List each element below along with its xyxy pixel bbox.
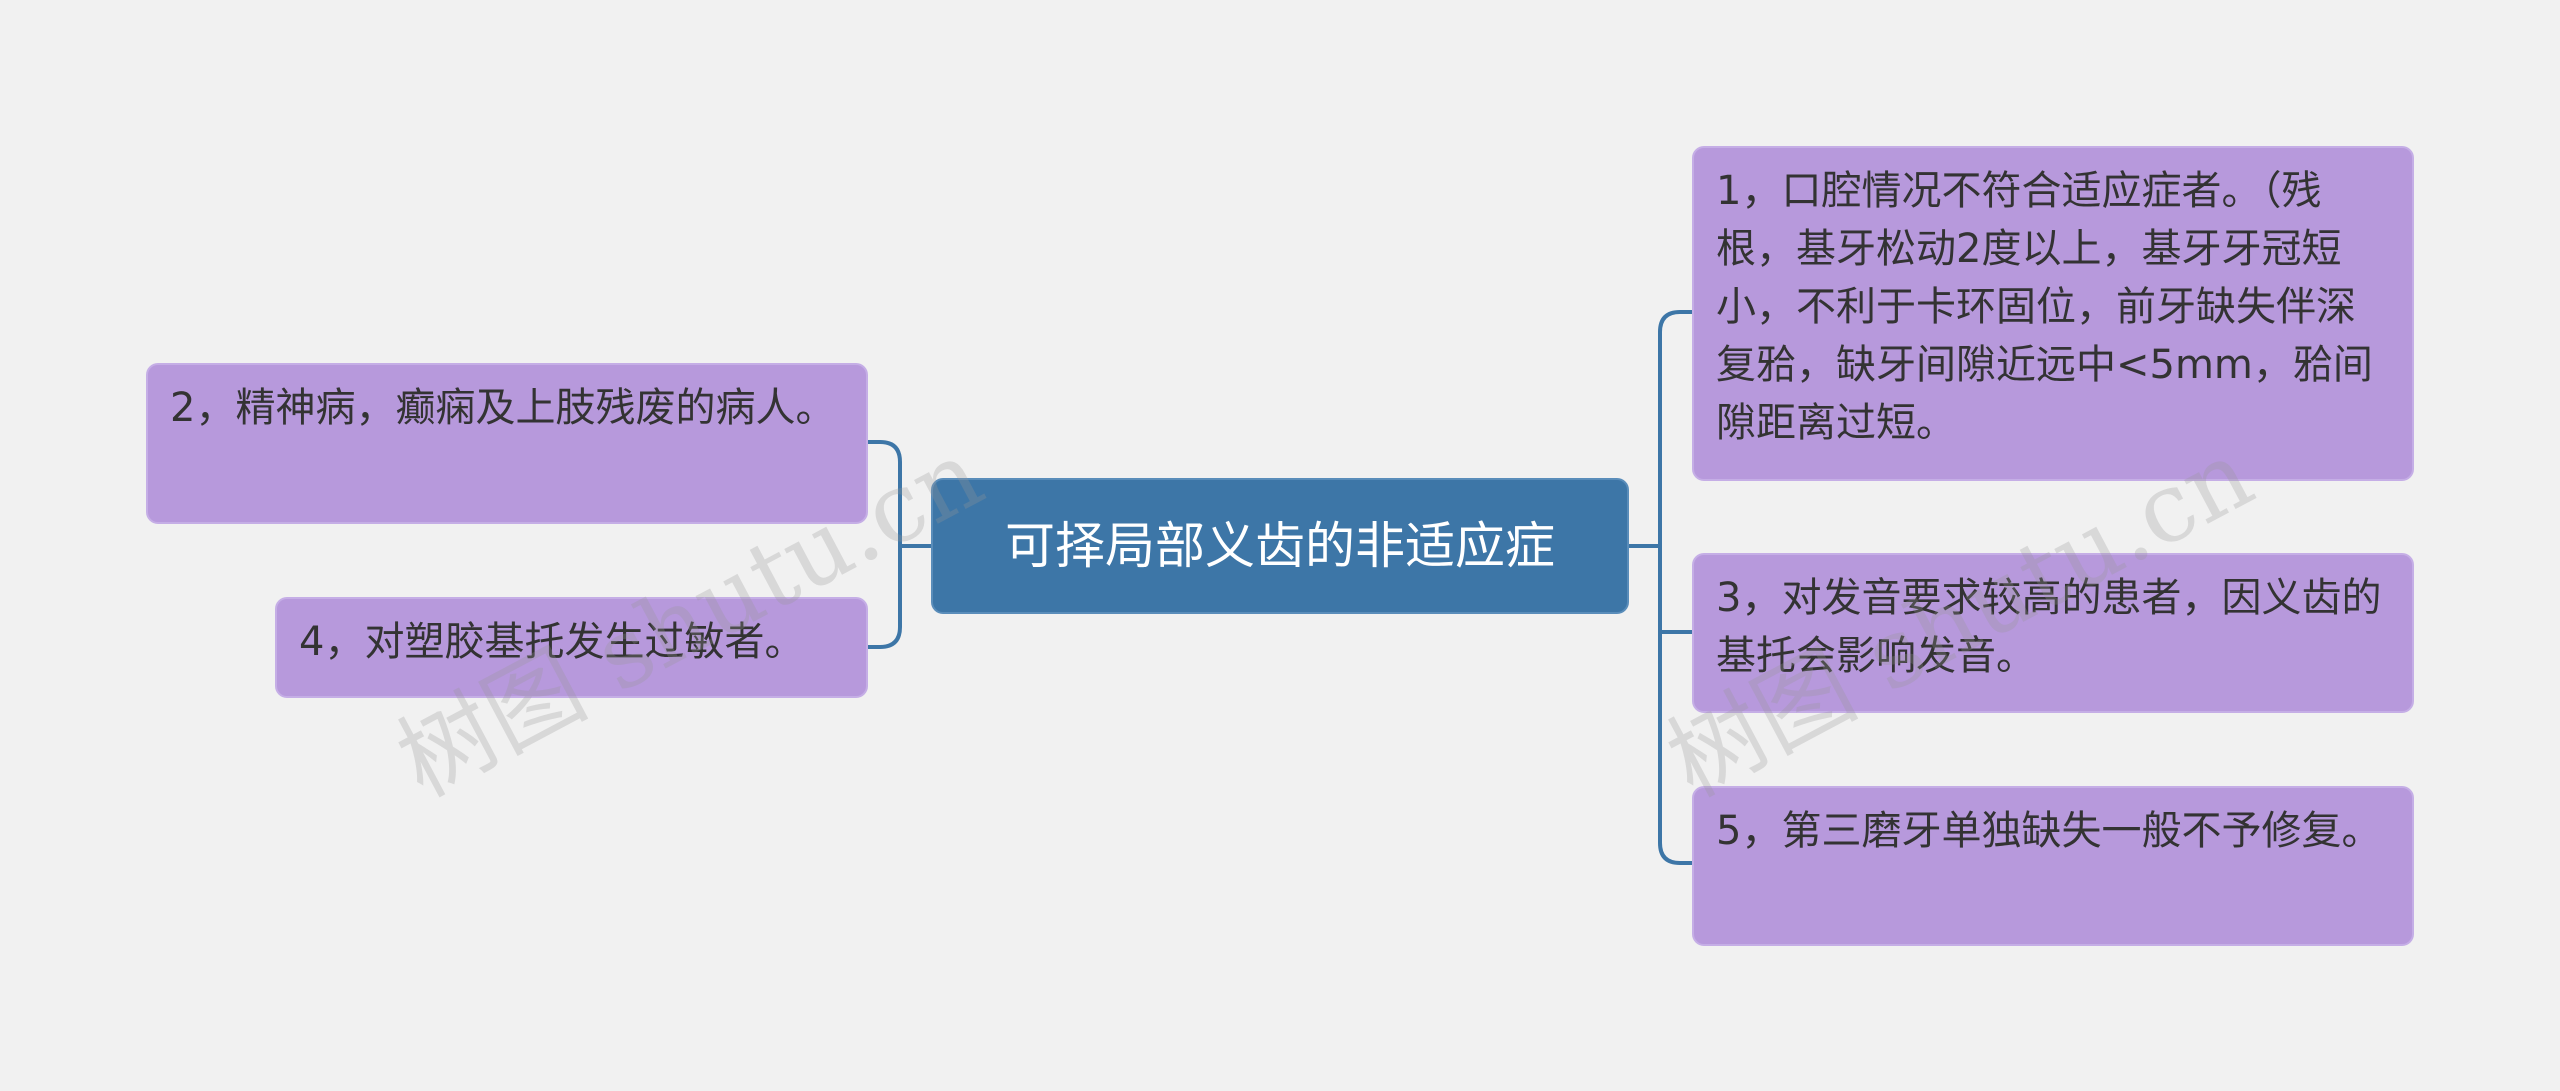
node-right-3[interactable]: 5，第三磨牙单独缺失一般不予修复。 bbox=[1692, 786, 2414, 946]
node-left-2[interactable]: 4，对塑胶基托发生过敏者。 bbox=[275, 597, 868, 698]
node-right-1[interactable]: 1，口腔情况不符合适应症者。（残根，基牙松动2度以上，基牙牙冠短小，不利于卡环固… bbox=[1692, 146, 2414, 481]
connector-left-2 bbox=[868, 546, 902, 649]
connector-right-3 bbox=[1658, 632, 1692, 865]
root-node[interactable]: 可择局部义齿的非适应症 bbox=[931, 478, 1629, 614]
connector-right-2 bbox=[1658, 546, 1692, 634]
node-right-2[interactable]: 3，对发音要求较高的患者，因义齿的基托会影响发音。 bbox=[1692, 553, 2414, 713]
node-left-1[interactable]: 2，精神病，癫痫及上肢残废的病人。 bbox=[146, 363, 868, 524]
connector-left-1 bbox=[868, 440, 902, 546]
connector-right-1 bbox=[1658, 310, 1692, 546]
